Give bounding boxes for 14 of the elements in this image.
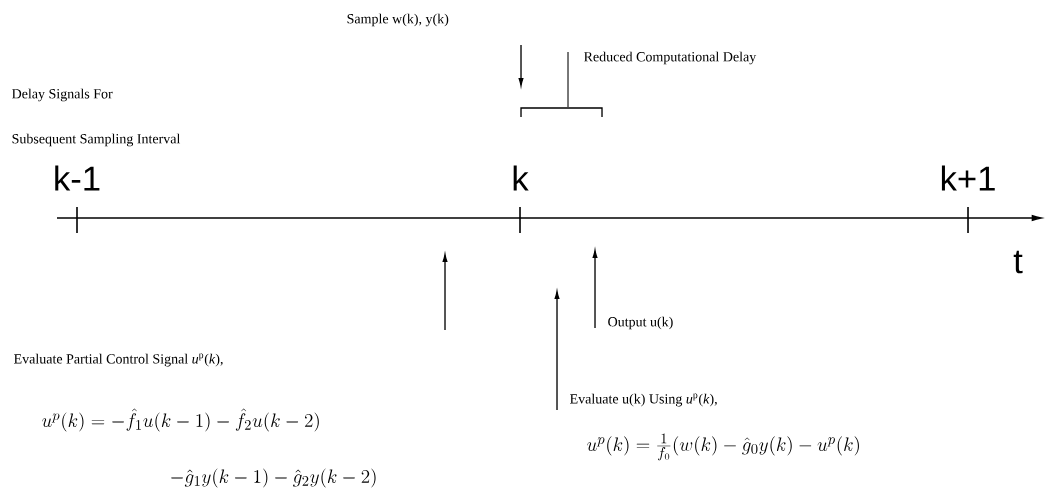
equation: $-\hat{g}_{1}y(k-1)-\hat{g}_{2}y(k-2)$ [171, 468, 376, 488]
tick-label: t [1013, 250, 1023, 274]
annotation-text: Sample w(k), y(k) [347, 13, 449, 27]
equation: $u^{p}(k) = -\hat{f}_{1}u(k-1)-\hat{f}_{2}u(k-2)$ [42, 408, 319, 432]
annotation-text: Output u(k) [608, 316, 673, 330]
tick-label: k+1 [941, 165, 995, 191]
tick-label: k [513, 165, 529, 191]
annotation-text: Evaluate Partial Control Signal u$^{p}$(k), [14, 353, 223, 367]
equation: $u^{p}(k) = \frac{1}{f_{0}}(w(k)-\hat{g}_{0}y(k)-u^{p}(k)$ [587, 433, 859, 461]
annotation-text: Evaluate u(k) Using u$^{p}$(k), [570, 393, 717, 407]
annotation-text: Delay Signals For [12, 88, 113, 102]
annotation-text: Subsequent Sampling Interval [12, 133, 181, 147]
annotation-text: Reduced Computational Delay [584, 51, 757, 65]
tick-label: k-1 [55, 165, 100, 191]
